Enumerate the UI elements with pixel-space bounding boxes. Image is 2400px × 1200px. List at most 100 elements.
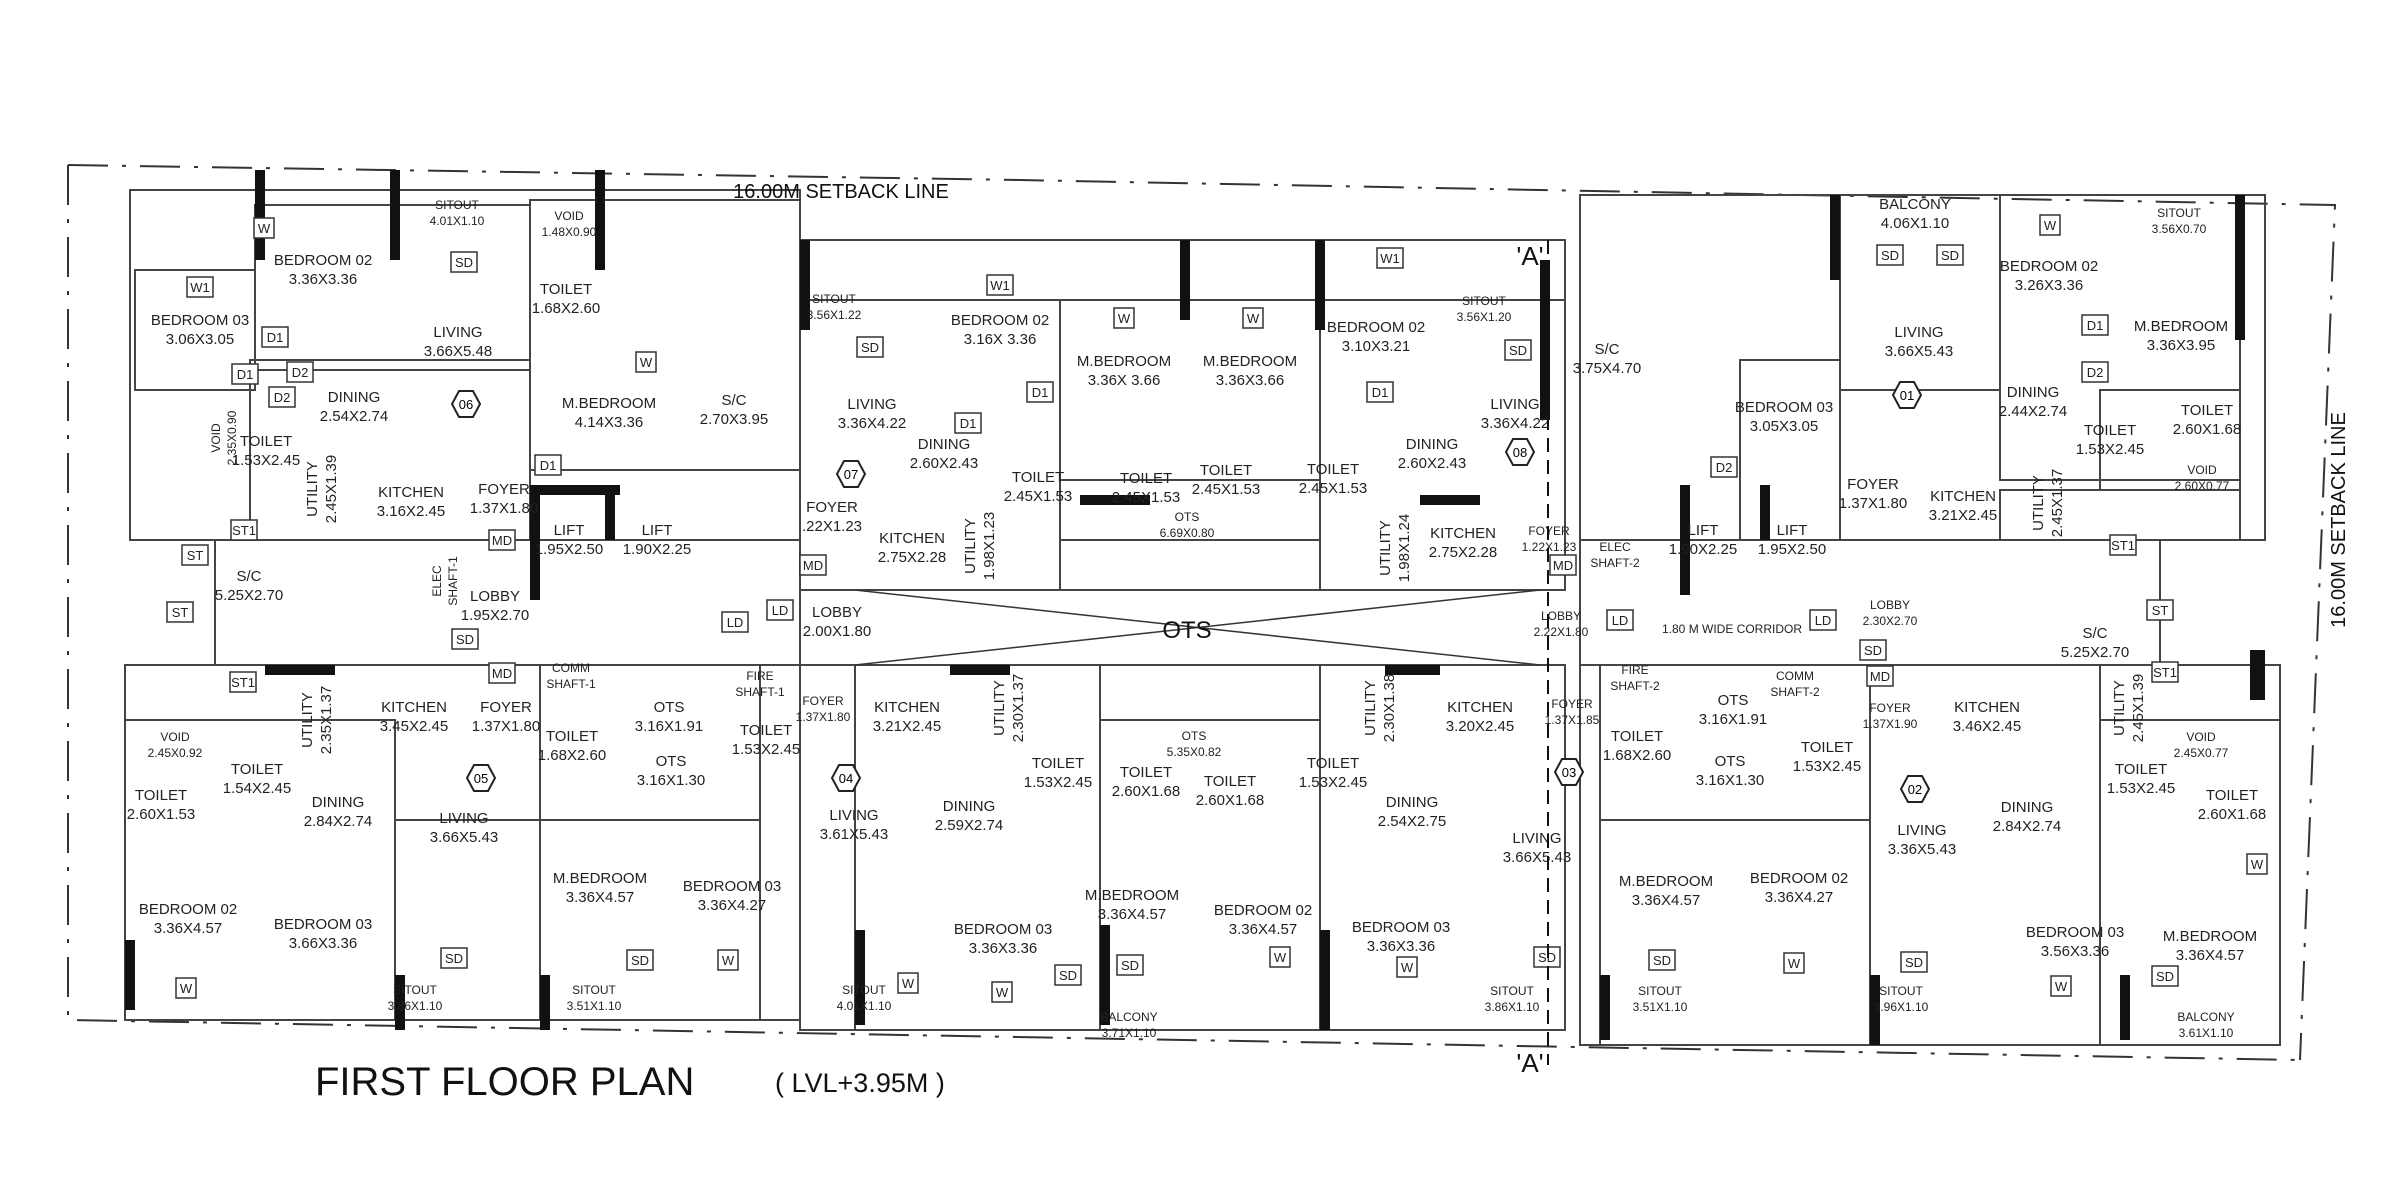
room-name: 1.80 M WIDE CORRIDOR	[1662, 622, 1802, 636]
room-name: COMM	[1776, 669, 1814, 683]
room-size: 2.60X2.43	[1398, 455, 1466, 472]
room-label: BEDROOM 033.06X3.05	[151, 312, 249, 348]
room-name: LOBBY	[812, 604, 862, 621]
plan-tag-text: ST	[172, 605, 189, 620]
room-name: UTILITY	[2030, 475, 2047, 531]
plan-level: ( LVL+3.95M )	[775, 1068, 945, 1098]
room-name: ELEC	[430, 565, 444, 597]
plan-tag-text: SD	[1881, 248, 1899, 263]
room-size: 2.30X1.37	[1010, 674, 1027, 742]
room-size: SHAFT-1	[546, 677, 596, 691]
plan-tag-text: D1	[1372, 385, 1389, 400]
room-label: BEDROOM 023.36X4.57	[1214, 902, 1312, 938]
structural-wall	[595, 170, 605, 270]
room-size: 1.95X2.50	[1758, 541, 1826, 558]
room-size: 2.84X2.74	[304, 813, 372, 830]
room-label: BEDROOM 033.66X3.36	[274, 916, 372, 952]
room-size: 3.56X1.22	[807, 308, 862, 322]
plan-tag-text: W	[996, 985, 1009, 1000]
plan-tag-text: W	[2044, 218, 2057, 233]
room-name: SITOUT	[1638, 984, 1682, 998]
room-name: M.BEDROOM	[1077, 353, 1171, 370]
room-size: 1.22X1.23	[1522, 540, 1577, 554]
unit-number-badge: 01	[1891, 381, 1923, 409]
plan-tag: SD	[1900, 951, 1928, 973]
room-name: TOILET	[540, 281, 592, 298]
room-size: 3.36X3.66	[1216, 372, 1284, 389]
room-size: 3.96X1.10	[1874, 1000, 1929, 1014]
room-size: SHAFT-2	[1770, 685, 1820, 699]
hexagon-icon	[1891, 381, 1923, 409]
door-window-tags: WW1SDD1D1D2D2D1WSTST1STST1MDLDLDSDMDW1SD…	[166, 214, 2268, 1003]
room-name: BEDROOM 02	[1327, 319, 1425, 336]
hexagon-icon	[1553, 758, 1585, 786]
room-size: 3.21X2.45	[873, 718, 941, 735]
wall-outline	[1739, 359, 1841, 541]
room-size: 1.95X2.70	[461, 607, 529, 624]
room-name: BEDROOM 02	[2000, 258, 2098, 275]
room-size: 3.36X4.22	[1481, 415, 1549, 432]
room-size: 1.95X2.50	[535, 541, 603, 558]
room-size: 1.37X1.80	[1839, 495, 1907, 512]
room-label: FOYER.22X1.23	[802, 499, 862, 535]
room-name: LOBBY	[1541, 609, 1581, 623]
plan-tag-text: W1	[1380, 251, 1400, 266]
plan-tag-text: SD	[1864, 643, 1882, 658]
room-name: LIVING	[847, 396, 896, 413]
room-name: UTILITY	[991, 680, 1008, 736]
plan-tag-text: SD	[1059, 968, 1077, 983]
room-name: M.BEDROOM	[1085, 887, 1179, 904]
room-size: 2.45X1.39	[2130, 674, 2147, 742]
room-name: UTILITY	[962, 518, 979, 574]
room-size: 3.36X4.27	[1765, 889, 1833, 906]
unit-number-badge: 06	[450, 390, 482, 418]
plan-tag: D1	[261, 326, 289, 348]
room-name: TOILET	[2084, 422, 2136, 439]
room-name: LIVING	[829, 807, 878, 824]
room-name: TOILET	[1032, 755, 1084, 772]
room-name: LIVING	[1512, 830, 1561, 847]
plan-tag-text: SD	[1941, 248, 1959, 263]
room-name: UTILITY	[1377, 520, 1394, 576]
room-size: 1.37X1.80	[796, 710, 851, 724]
plan-tag: SD	[2151, 965, 2179, 987]
room-name: KITCHEN	[381, 699, 447, 716]
room-name: LIVING	[439, 810, 488, 827]
room-name: LOBBY	[1870, 598, 1910, 612]
plan-tag: LD	[1606, 609, 1634, 631]
structural-wall	[1180, 240, 1190, 320]
structural-wall	[395, 975, 405, 1030]
unit-number: 08	[1513, 445, 1527, 460]
wall-outline	[539, 819, 761, 1021]
room-size: 3.26X3.36	[2015, 277, 2083, 294]
room-label: BEDROOM 033.56X3.36	[2026, 924, 2124, 960]
room-size: 2.45X1.53	[1299, 480, 1367, 497]
room-name: TOILET	[231, 761, 283, 778]
ots-cross-lines	[854, 589, 1541, 666]
structural-wall	[1315, 240, 1325, 330]
room-name: BEDROOM 03	[2026, 924, 2124, 941]
plan-tag-text: D1	[267, 330, 284, 345]
room-name: SITOUT	[1462, 294, 1506, 308]
plan-tag: ST1	[2151, 661, 2179, 683]
room-size: 2.30X2.70	[1863, 614, 1918, 628]
room-name: FIRE	[1621, 663, 1648, 677]
plan-tag-text: D2	[292, 365, 309, 380]
